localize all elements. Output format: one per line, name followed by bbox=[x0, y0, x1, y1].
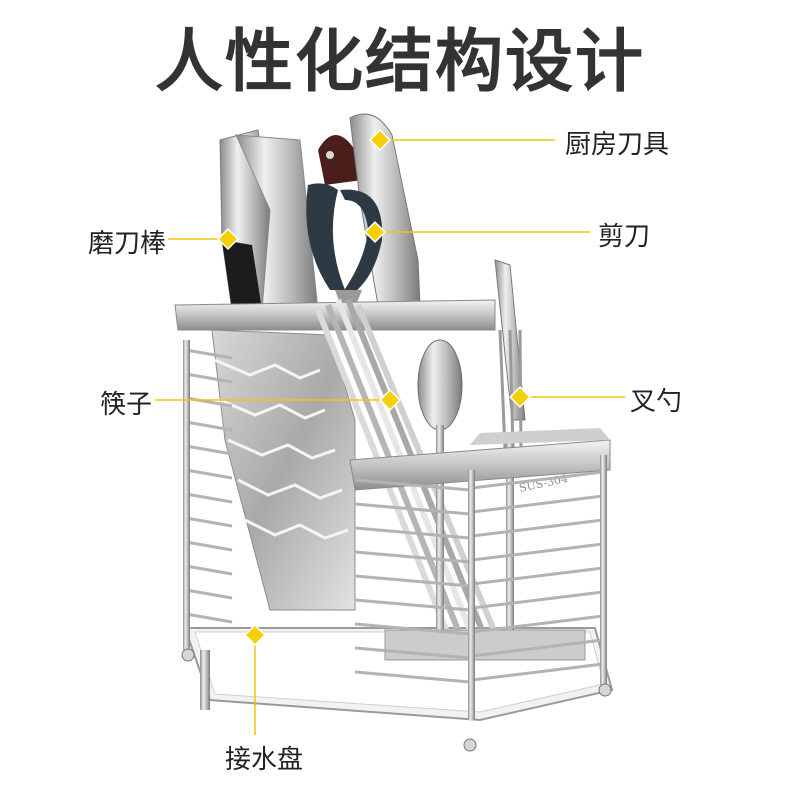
cage-wire bbox=[185, 516, 233, 528]
cage-wire bbox=[354, 574, 471, 588]
cage-wire bbox=[185, 468, 233, 480]
cage-wire bbox=[354, 646, 471, 660]
wire-cage bbox=[185, 348, 604, 684]
cage-wire bbox=[471, 638, 604, 658]
cage-wire bbox=[471, 518, 604, 538]
cage-wire bbox=[471, 662, 604, 682]
cage-wire bbox=[471, 566, 604, 586]
callout-drip-tray: 接水盘 bbox=[225, 745, 304, 775]
cage-wire bbox=[185, 588, 233, 600]
cage-wire bbox=[185, 564, 233, 576]
cage-wire bbox=[185, 540, 233, 552]
wood-handle-knife bbox=[318, 135, 362, 185]
cage-wire bbox=[185, 348, 233, 360]
cage-wire bbox=[471, 542, 604, 562]
cage-wire bbox=[471, 470, 604, 490]
callout-fork-spoon: 叉勺 bbox=[630, 387, 683, 417]
spoons-and-forks bbox=[417, 259, 526, 640]
callout-kitchen-knives: 厨房刀具 bbox=[565, 130, 670, 160]
marker-kitchen-knives bbox=[369, 129, 391, 151]
marker-sharpening-rod bbox=[217, 228, 239, 250]
cage-wire bbox=[354, 502, 471, 516]
marker-drip-tray bbox=[244, 624, 266, 646]
marker-scissors bbox=[364, 221, 386, 243]
chef-knife bbox=[219, 129, 319, 311]
cage-wire bbox=[354, 526, 471, 540]
callout-sharpening-rod: 磨刀棒 bbox=[87, 229, 166, 259]
cage-wire bbox=[354, 622, 471, 636]
marker-fork-spoon bbox=[509, 386, 531, 408]
callout-chopsticks: 筷子 bbox=[99, 390, 152, 420]
callout-markers bbox=[217, 129, 531, 646]
cage-wire bbox=[354, 478, 471, 492]
cage-wire bbox=[185, 492, 233, 504]
callout-scissors: 剪刀 bbox=[598, 222, 651, 252]
cage-wire bbox=[354, 670, 471, 684]
cage-wire bbox=[185, 420, 233, 432]
leader-lines bbox=[155, 139, 625, 735]
cage-wire bbox=[354, 598, 471, 612]
cage-wire bbox=[185, 612, 233, 624]
cage-wire bbox=[185, 444, 233, 456]
marker-chopsticks bbox=[379, 389, 401, 411]
cage-wire bbox=[471, 494, 604, 514]
cage-wire bbox=[354, 550, 471, 564]
page-title: 人性化结构设计 bbox=[154, 23, 645, 102]
cage-wire bbox=[185, 372, 233, 384]
cage-wire bbox=[471, 590, 604, 610]
cage-wire bbox=[471, 614, 604, 634]
frame-posts bbox=[181, 340, 612, 752]
